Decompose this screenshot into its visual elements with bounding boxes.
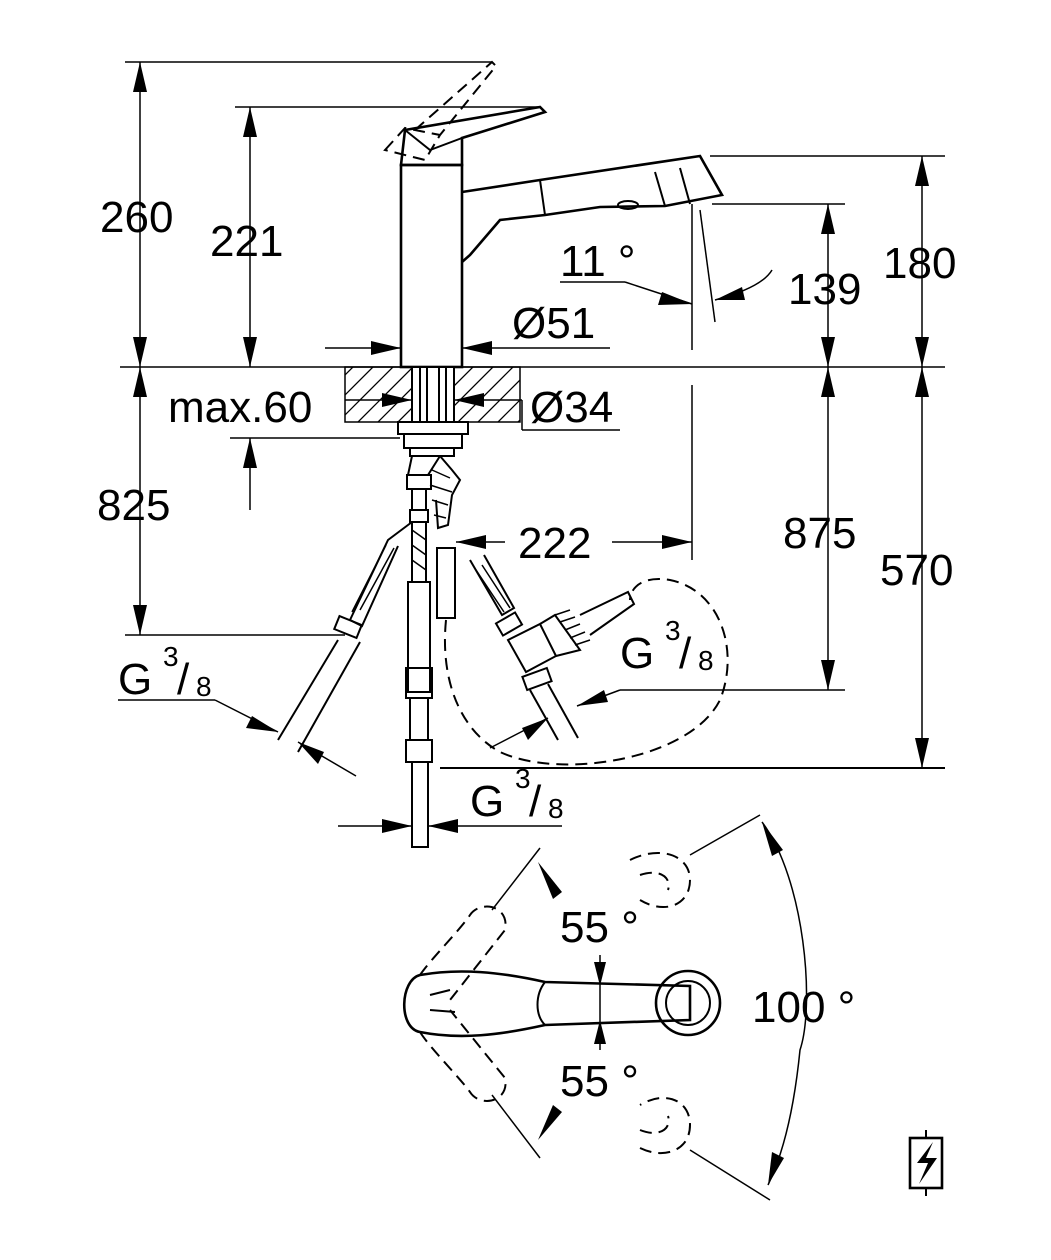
thread-label-right: G 3 / 8 [620, 615, 714, 678]
svg-text:/: / [529, 777, 542, 826]
dim-angle-left: 55 ° [560, 903, 639, 952]
faucet-body [399, 163, 464, 369]
svg-text:8: 8 [548, 793, 564, 824]
dim-diameter-34: Ø34 [530, 383, 613, 432]
lever-top-view [402, 970, 692, 1038]
dim-825: 825 [97, 481, 170, 530]
dim-570: 570 [880, 546, 953, 595]
dim-angle-spray: 11 ° [560, 237, 636, 286]
thread-label-left: G 3 / 8 [118, 641, 212, 704]
right-supply-hose [469, 554, 636, 741]
dim-139: 139 [788, 265, 861, 314]
left-supply-hose [277, 521, 413, 753]
svg-text:G: G [118, 655, 152, 704]
dim-221: 221 [210, 217, 283, 266]
svg-text:8: 8 [698, 645, 714, 676]
faucet-spout [461, 154, 725, 263]
dim-max-60: max.60 [168, 383, 312, 432]
lightning-in-box-icon [908, 1130, 944, 1196]
dim-260: 260 [100, 193, 173, 242]
dimension-labels: 260 221 180 139 11 ° Ø51 Ø34 max.60 825 … [97, 193, 956, 1106]
svg-text:/: / [177, 655, 190, 704]
dim-222: 222 [518, 519, 591, 568]
lever-rotation-top-view [402, 814, 808, 1201]
dim-diameter-51: Ø51 [512, 299, 595, 348]
svg-text:G: G [620, 629, 654, 678]
countertop-section [344, 366, 521, 423]
dim-875: 875 [783, 509, 856, 558]
dimension-lines-right [440, 155, 945, 769]
dim-180: 180 [883, 239, 956, 288]
thread-label-bottom: G 3 / 8 [470, 763, 564, 826]
svg-text:/: / [679, 629, 692, 678]
lever-rotated-left [419, 905, 507, 1001]
svg-text:3: 3 [665, 615, 681, 646]
dim-angle-total: 100 ° [752, 983, 855, 1032]
svg-text:8: 8 [196, 671, 212, 702]
faucet-lever-raised [383, 60, 498, 162]
hose-assembly [277, 421, 729, 848]
svg-text:G: G [470, 777, 504, 826]
pull-out-hose-loop [444, 578, 729, 766]
faucet-lever [399, 105, 548, 167]
svg-text:3: 3 [163, 641, 179, 672]
dimension-lines-left [118, 61, 945, 833]
dim-angle-right: 55 ° [560, 1057, 639, 1106]
svg-text:3: 3 [515, 763, 531, 794]
